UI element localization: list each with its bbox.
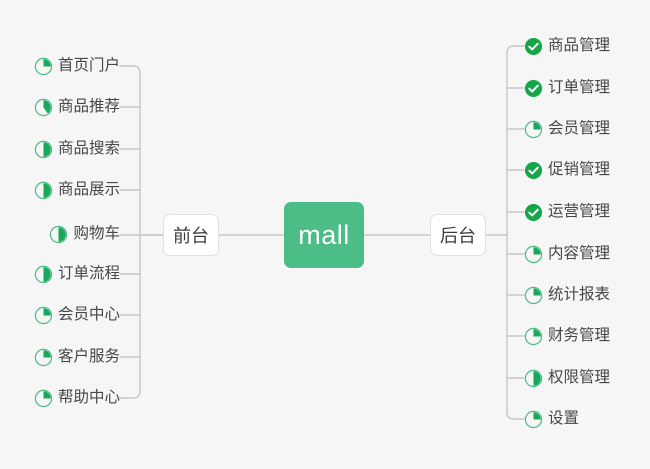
leaf-node-label: 促销管理 [548,161,611,178]
leaf-node[interactable]: 促销管理 [524,158,610,182]
leaf-node[interactable]: 权限管理 [524,366,610,390]
leaf-node[interactable]: 商品管理 [524,34,610,58]
leaf-node-label: 财务管理 [548,327,611,344]
leaf-node[interactable]: 设置 [524,407,579,431]
leaf-node[interactable]: 商品展示 [34,178,120,202]
leaf-node[interactable]: 订单流程 [34,262,120,286]
leaf-node[interactable]: 财务管理 [524,324,610,348]
leaf-node[interactable]: 统计报表 [524,283,610,307]
pie-progress-icon [524,245,543,263]
leaf-node[interactable]: 内容管理 [524,242,610,266]
pie-progress-icon [34,348,53,366]
branch-node-backend[interactable]: 后台 [430,214,486,256]
check-circle-icon [524,161,543,179]
leaf-node-label: 商品展示 [57,181,120,198]
leaf-node-label: 设置 [548,410,580,427]
pie-progress-icon [34,57,53,75]
leaf-node-label: 商品搜索 [57,140,120,157]
pie-progress-icon [34,265,53,283]
leaf-node-label: 订单流程 [57,265,120,282]
leaf-node-label: 权限管理 [548,369,611,386]
check-circle-icon [524,79,543,97]
branch-node-backend-label: 后台 [440,226,476,246]
leaf-node[interactable]: 商品推荐 [34,95,120,119]
center-node-label: mall [298,219,350,250]
connector-path [506,45,525,420]
leaf-node[interactable]: 运营管理 [524,200,610,224]
leaf-node[interactable]: 商品搜索 [34,137,120,161]
leaf-node[interactable]: 购物车 [49,222,120,246]
pie-progress-icon [524,369,543,387]
connector-path [119,65,141,399]
leaf-node-label: 商品管理 [548,37,611,54]
leaf-node-label: 购物车 [73,225,120,242]
pie-progress-icon [34,389,53,407]
pie-progress-icon [50,225,68,243]
leaf-node[interactable]: 会员管理 [524,117,610,141]
leaf-node[interactable]: 会员中心 [34,303,120,327]
pie-progress-icon [34,140,53,158]
leaf-node-label: 内容管理 [548,245,611,262]
pie-progress-icon [34,98,53,116]
check-circle-icon [524,203,543,221]
leaf-node[interactable]: 客户服务 [34,345,120,369]
leaf-node[interactable]: 订单管理 [524,76,610,100]
leaf-node-label: 会员中心 [57,306,120,323]
leaf-node-label: 统计报表 [548,286,611,303]
leaf-node-label: 首页门户 [57,57,120,74]
branch-node-frontend-label: 前台 [173,226,209,246]
leaf-node-label: 订单管理 [548,79,611,96]
leaf-node-label: 运营管理 [548,203,611,220]
leaf-node-label: 帮助中心 [57,389,120,406]
branch-node-frontend[interactable]: 前台 [163,214,219,256]
pie-progress-icon [524,327,543,345]
leaf-node[interactable]: 帮助中心 [34,386,120,410]
pie-progress-icon [524,120,543,138]
check-circle-icon [524,37,543,55]
pie-progress-icon [524,286,543,304]
leaf-node[interactable]: 首页门户 [34,54,120,78]
leaf-node-label: 客户服务 [57,348,120,365]
leaf-node-label: 会员管理 [548,120,611,137]
pie-progress-icon [34,306,53,324]
leaf-node-label: 商品推荐 [57,98,120,115]
pie-progress-icon [34,181,53,199]
center-node-mall[interactable]: mall [284,202,364,268]
pie-progress-icon [524,410,543,428]
